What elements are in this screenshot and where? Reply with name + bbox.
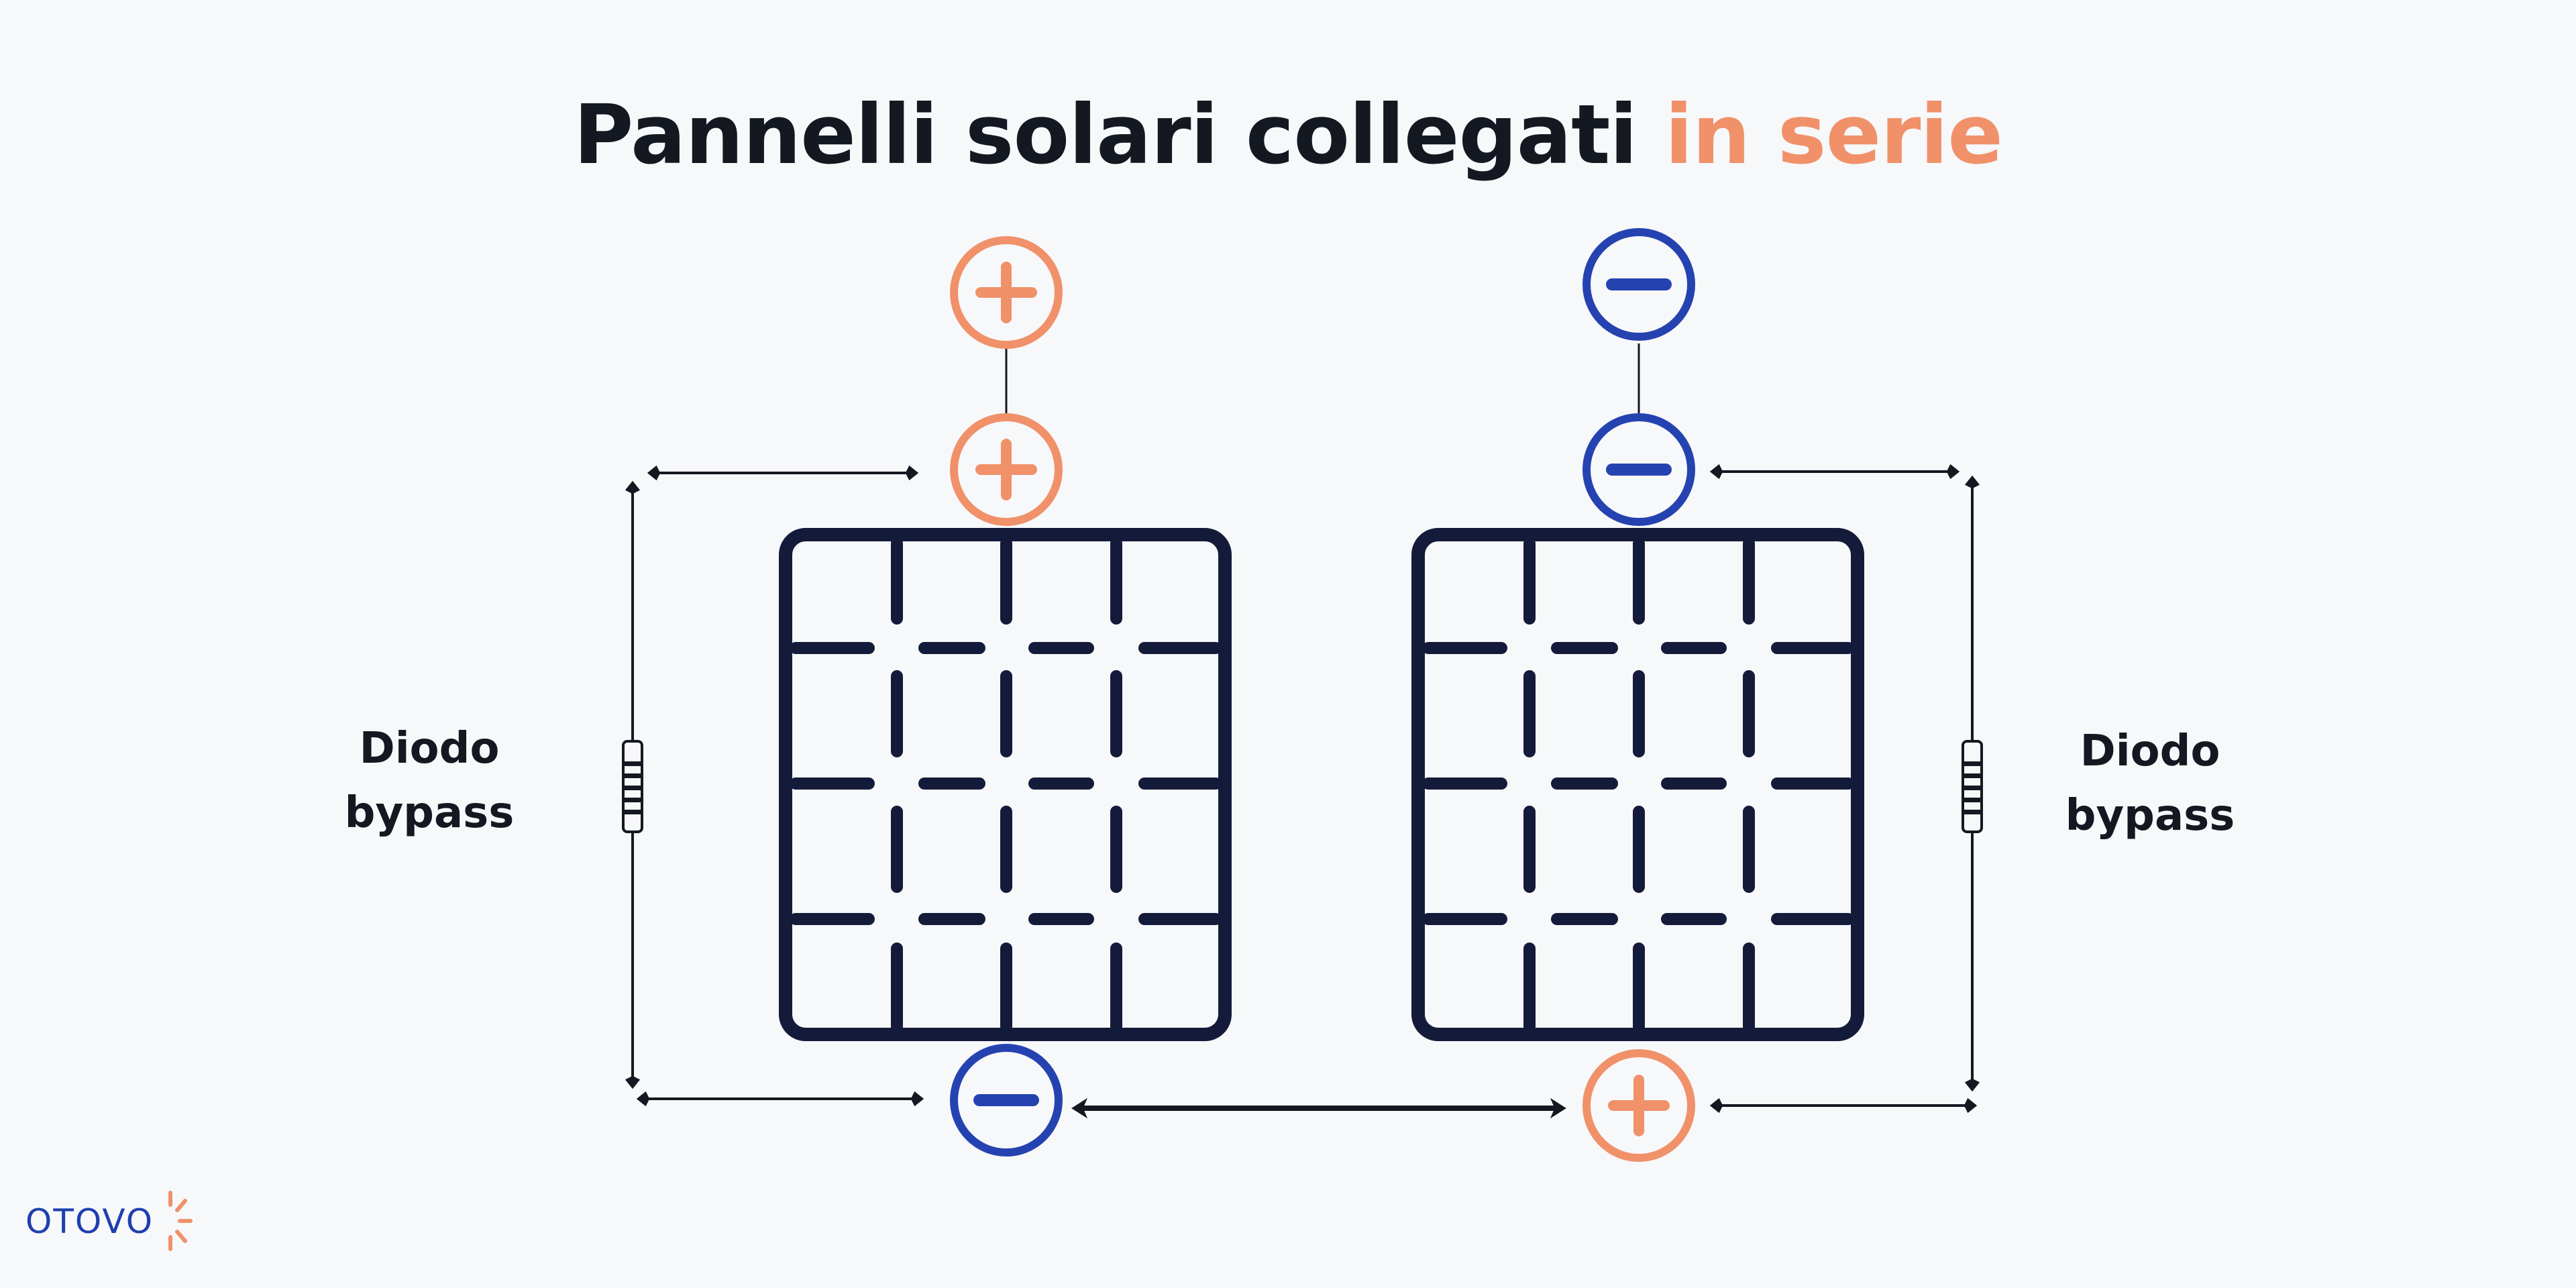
label-line-1: Diodo (2080, 727, 2220, 776)
terminal-positive-top-left (950, 236, 1063, 349)
title-main: Pannelli solari collegati (574, 87, 1638, 182)
diode-bypass-label-right: Diodo bypass (2036, 719, 2264, 848)
diode-bypass-label-left: Diodo bypass (315, 716, 543, 845)
wire-arrow (625, 1075, 641, 1089)
solar-panel-left-grid (790, 537, 1222, 1032)
wire-arrow (910, 1091, 924, 1107)
bypass-loop-right (1709, 464, 1980, 1114)
solar-panel-left (779, 528, 1232, 1041)
sun-burst-icon (168, 1191, 193, 1251)
bypass-loop-left (625, 465, 924, 1107)
wires (625, 343, 1980, 1119)
plus-icon (1608, 1075, 1670, 1136)
wire-arrow (1071, 1097, 1088, 1119)
page-title: Pannelli solari collegati in serie (0, 87, 2576, 182)
wire-arrow (636, 1091, 650, 1107)
wire-arrow (1946, 464, 1960, 480)
wire-arrow (1709, 464, 1723, 480)
bypass-diode-left (622, 721, 643, 852)
label-line-2: bypass (2065, 791, 2235, 841)
terminal-negative-left-panel (950, 1044, 1063, 1157)
terminal-negative-right-panel (1582, 413, 1695, 526)
plus-icon (975, 439, 1037, 500)
terminal-positive-right-panel (1582, 1049, 1695, 1162)
wire-arrow (1550, 1097, 1566, 1119)
series-link-wire (1071, 1097, 1566, 1119)
title-highlight: in serie (1664, 87, 2003, 182)
wire-arrow (1964, 475, 1980, 489)
wire-arrow (905, 465, 919, 481)
wire-arrow (1964, 1097, 1978, 1114)
terminal-positive-left-panel (950, 413, 1063, 526)
solar-panel-left-frame (779, 528, 1232, 1041)
wire-arrow (647, 465, 661, 481)
label-line-2: bypass (344, 788, 515, 838)
brand-name: OTOVO (25, 1202, 154, 1241)
solar-panel-right (1411, 528, 1864, 1041)
plus-icon (975, 262, 1037, 323)
solar-panel-right-frame (1411, 528, 1864, 1041)
label-line-1: Diodo (359, 724, 500, 773)
wire-arrow (1964, 1078, 1980, 1092)
wire-arrow (1709, 1097, 1723, 1114)
brand-logo: OTOVO (25, 1187, 200, 1254)
wire-arrow (625, 480, 641, 494)
terminal-negative-top-right (1582, 228, 1695, 341)
solar-panel-right-grid (1422, 537, 1854, 1032)
bypass-diode-right (1962, 721, 1983, 852)
